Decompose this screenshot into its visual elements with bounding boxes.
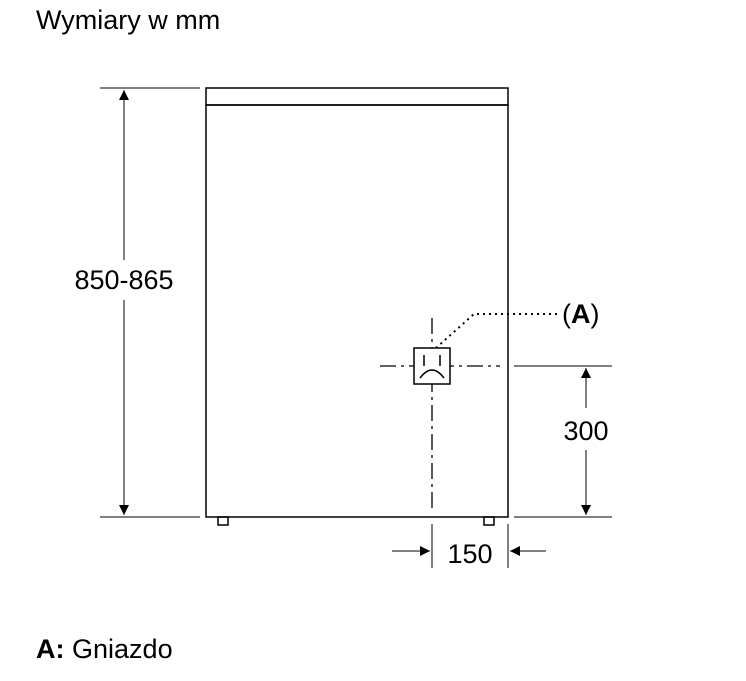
socket-box bbox=[413, 347, 451, 385]
height-dimension-label: 850-865 bbox=[74, 265, 173, 295]
socket-symbol bbox=[380, 318, 500, 510]
appliance-outline bbox=[205, 87, 509, 526]
socket-height-dimension bbox=[514, 365, 612, 518]
legend-text: Gniazdo bbox=[72, 634, 173, 664]
socket-ground-arc bbox=[419, 369, 445, 379]
appliance-top-panel bbox=[205, 87, 509, 106]
appliance-foot-left bbox=[217, 516, 229, 526]
socket-callout-leader bbox=[435, 313, 560, 349]
legend: A: Gniazdo bbox=[36, 632, 173, 666]
diagram-title: Wymiary w mm bbox=[36, 5, 221, 35]
socket-offset-label: 150 bbox=[447, 539, 492, 569]
height-dimension bbox=[100, 87, 200, 518]
socket-offset-dimension bbox=[392, 524, 546, 568]
legend-key: A: bbox=[36, 634, 65, 664]
appliance-foot-right bbox=[483, 516, 495, 526]
appliance-body bbox=[205, 104, 509, 518]
socket-height-label: 300 bbox=[563, 416, 608, 446]
socket-callout-label: (A) bbox=[562, 299, 600, 329]
